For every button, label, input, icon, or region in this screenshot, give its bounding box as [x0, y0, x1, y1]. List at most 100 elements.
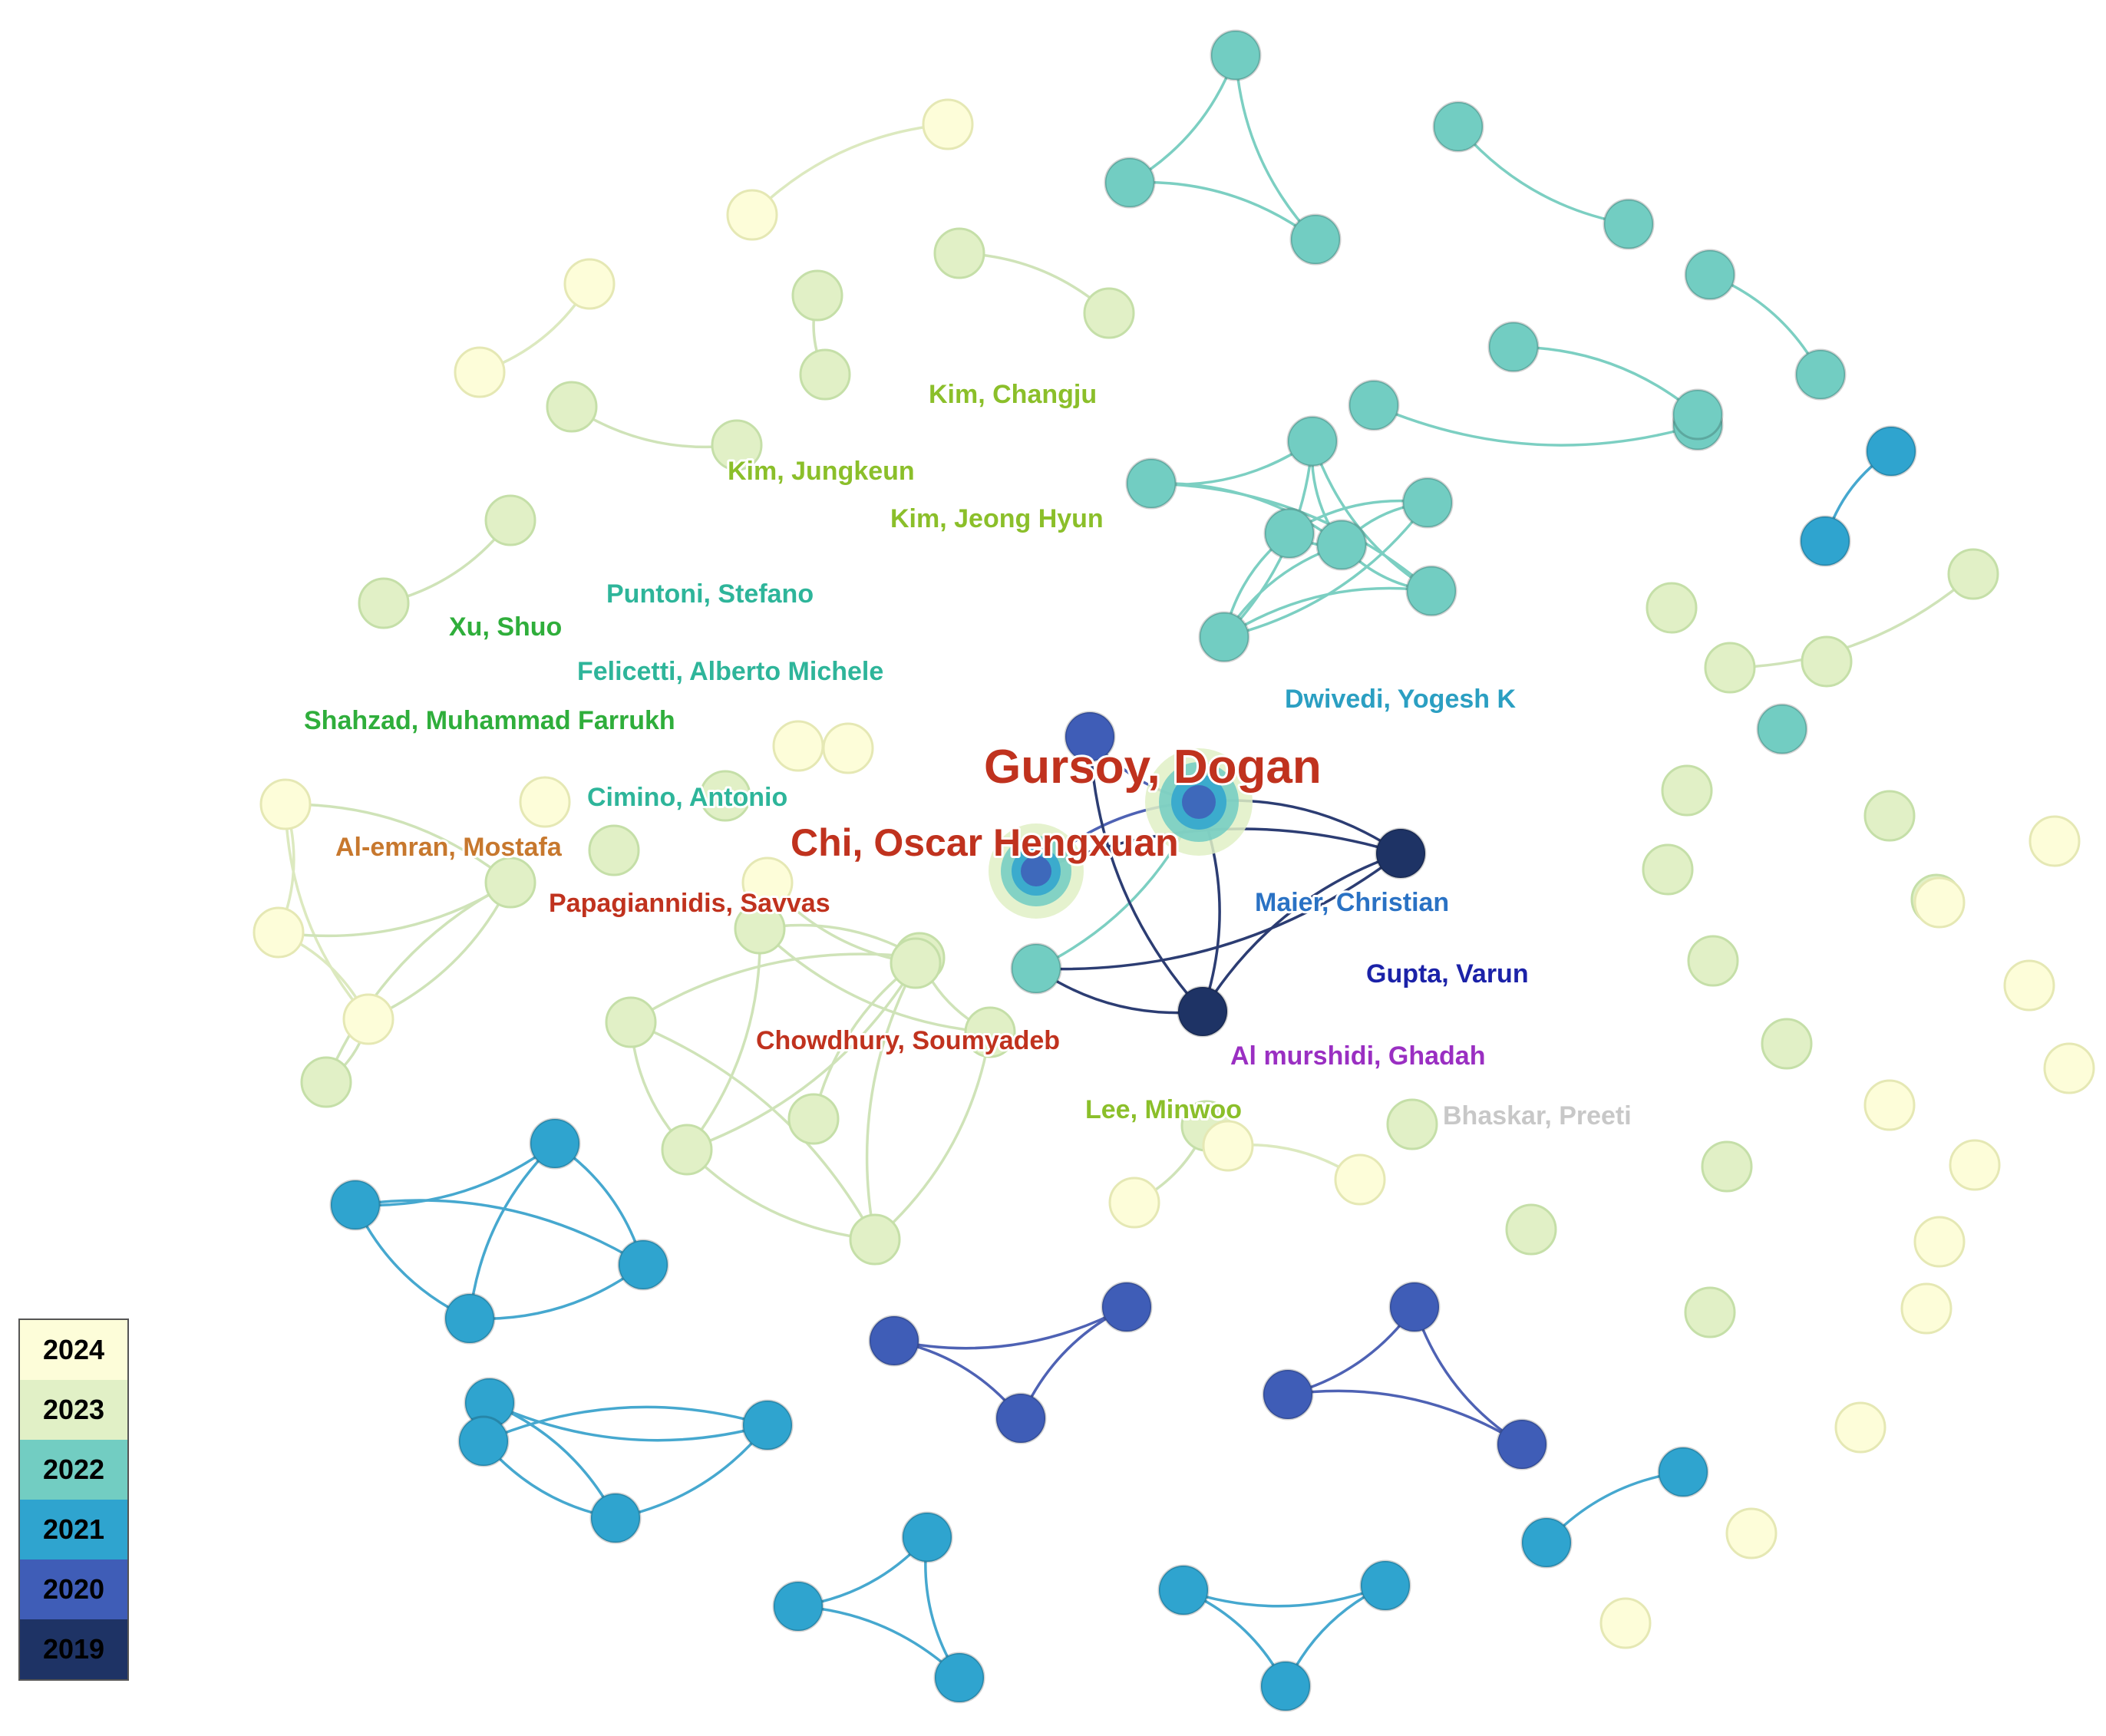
author-node [617, 1239, 669, 1291]
author-label: Gupta, Varun [1366, 959, 1529, 988]
author-label: Al-emran, Mostafa [335, 833, 563, 862]
co-authorship-edge [489, 1401, 768, 1442]
author-label: Shahzad, Muhammad Farrukh [304, 706, 675, 735]
co-authorship-edge [284, 804, 370, 1021]
author-node [1198, 611, 1250, 663]
author-node [890, 937, 942, 989]
legend-year-item: 2024 [20, 1320, 127, 1380]
author-label: Dwivedi, Yogesh K [1285, 685, 1516, 714]
author-node [1388, 1281, 1441, 1333]
author-node [772, 1580, 824, 1632]
author-label: Maier, Christian [1255, 888, 1449, 917]
author-label: Chowdhury, Soumyadeb [756, 1026, 1060, 1055]
author-node [588, 824, 640, 876]
co-authorship-edge [468, 1142, 556, 1319]
author-label: Lee, Minwoo [1085, 1095, 1242, 1124]
author-node [1064, 711, 1116, 763]
author-node [454, 346, 506, 398]
author-node [1334, 1153, 1386, 1206]
author-node [300, 1056, 352, 1108]
author-node [1599, 1597, 1652, 1649]
author-node [546, 381, 598, 433]
author-node [791, 269, 843, 322]
co-authorship-edge [685, 1148, 876, 1241]
legend-year-item: 2023 [20, 1380, 127, 1440]
legend-year-item: 2020 [20, 1559, 127, 1619]
author-node [1661, 764, 1713, 817]
halo-layer [989, 748, 1253, 919]
co-authorship-edge [685, 928, 761, 1151]
author-node [822, 722, 874, 774]
co-authorship-edge [751, 123, 949, 216]
author-node [589, 1492, 642, 1544]
co-authorship-edge [758, 927, 991, 1034]
author-node [1756, 703, 1808, 755]
co-authorship-edge [368, 882, 512, 1021]
co-authorship-edge [1413, 1306, 1523, 1446]
author-node [1405, 565, 1457, 617]
author-node [1496, 1418, 1548, 1470]
author-node [1386, 1098, 1438, 1150]
co-authorship-edge [285, 803, 512, 884]
author-node [1687, 935, 1739, 987]
author-label: Bhaskar, Preeti [1443, 1101, 1632, 1130]
author-node [1157, 1564, 1210, 1616]
author-node [529, 1117, 581, 1170]
author-node [1348, 379, 1400, 431]
author-node [1684, 1286, 1736, 1338]
author-node [787, 1093, 840, 1145]
co-authorship-edge [1287, 1389, 1523, 1446]
author-label: Kim, Jungkeun [728, 457, 915, 486]
co-authorship-edge [355, 1142, 556, 1207]
author-node [1794, 348, 1847, 401]
author-node [1947, 548, 1999, 600]
co-authorship-edge [1729, 573, 1975, 669]
author-node [1202, 1120, 1254, 1172]
author-node [1263, 507, 1315, 559]
author-node [484, 494, 536, 546]
author-node [799, 348, 851, 401]
author-node [1913, 1216, 1966, 1268]
author-node [1083, 287, 1135, 339]
author-label: Al murshidi, Ghadah [1230, 1041, 1485, 1071]
author-label: Cimino, Antonio [587, 783, 787, 812]
author-node [1432, 101, 1484, 153]
author-node [329, 1179, 381, 1231]
author-node [1505, 1203, 1557, 1256]
author-node [605, 996, 657, 1048]
author-node [661, 1124, 713, 1176]
co-authorship-edge [325, 881, 511, 1083]
co-authorship-edge [686, 957, 921, 1151]
author-node [726, 189, 778, 241]
author-node [849, 1213, 901, 1266]
author-node [1125, 457, 1177, 510]
co-authorship-edge [1183, 1584, 1386, 1608]
co-authorship-edge [469, 1263, 645, 1321]
co-authorship-edge [483, 1405, 768, 1443]
author-node [1010, 942, 1062, 995]
hub-halo-ring [1021, 856, 1051, 886]
author-node [1375, 827, 1427, 880]
author-node [1646, 582, 1698, 634]
author-node [964, 1006, 1016, 1058]
author-node [1603, 198, 1655, 250]
co-authorship-edge [873, 1031, 992, 1241]
co-authorship-edge [1035, 852, 1402, 971]
author-node [259, 778, 312, 830]
author-label: Felicetti, Alberto Michele [577, 657, 883, 686]
author-node [1863, 1079, 1916, 1131]
author-node [1701, 1140, 1753, 1193]
author-node [1801, 635, 1853, 688]
author-node [1863, 790, 1916, 842]
author-node [1865, 425, 1917, 477]
author-label: Papagiannidis, Savvas [549, 889, 830, 918]
author-node [734, 903, 786, 955]
author-label: Gursoy, Dogan [984, 741, 1322, 794]
co-authorship-edge [1234, 54, 1317, 241]
co-authorship-edge [1513, 345, 1699, 416]
co-authorship-edge [1129, 180, 1317, 241]
author-node [1725, 1507, 1778, 1559]
author-node [901, 1511, 953, 1563]
author-node [772, 720, 824, 772]
author-node [1101, 1281, 1153, 1333]
